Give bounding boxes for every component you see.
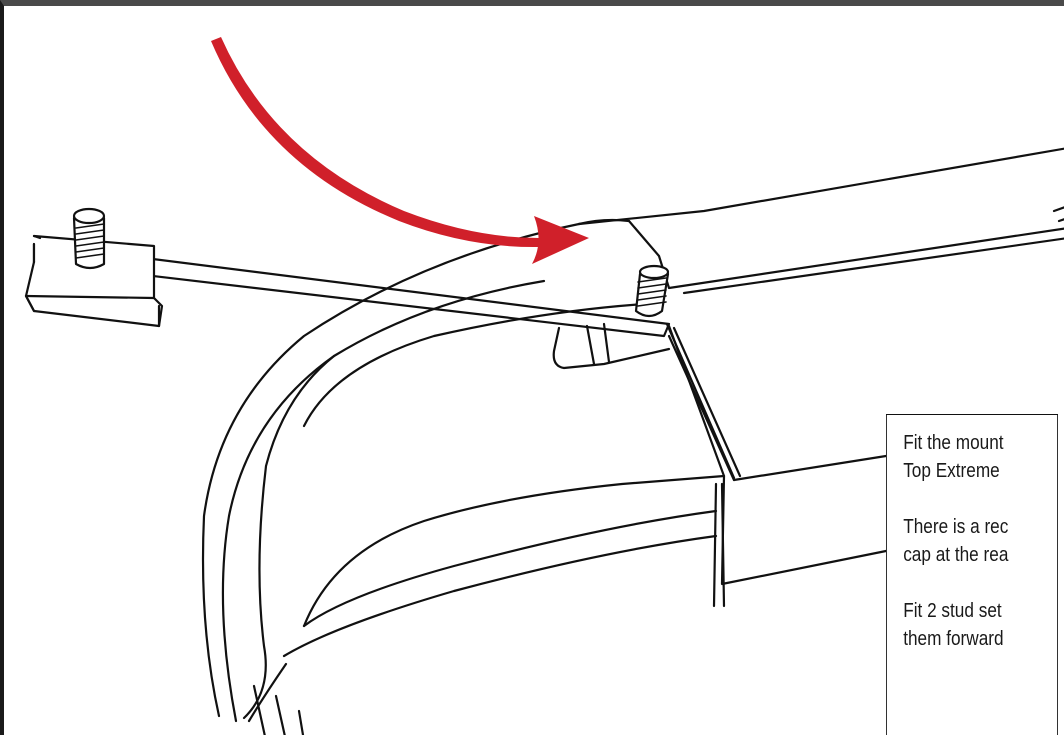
roof-bar-mounting-illustration [24, 37, 1064, 735]
instruction-step-3-line-2: them forward [903, 628, 1004, 650]
roof-bar-end-cap [201, 222, 581, 718]
placement-arrow-icon [211, 37, 589, 264]
lower-bracket [252, 684, 266, 735]
instruction-step-1-line-1: Fit the mount [903, 432, 1004, 454]
threaded-stud-right [634, 264, 670, 318]
instruction-callout: Fit the mount Top Extreme There is a rec… [886, 414, 1058, 735]
instruction-step-2-line-1: There is a rec [903, 516, 1009, 538]
roof-bar-top-surface [577, 147, 1064, 226]
threaded-stud-left [72, 207, 106, 270]
instruction-step-1-line-2: Top Extreme [903, 460, 1000, 482]
instruction-step-3-line-1: Fit 2 stud set [903, 600, 1002, 622]
instruction-step-2-line-2: cap at the rea [903, 544, 1009, 566]
